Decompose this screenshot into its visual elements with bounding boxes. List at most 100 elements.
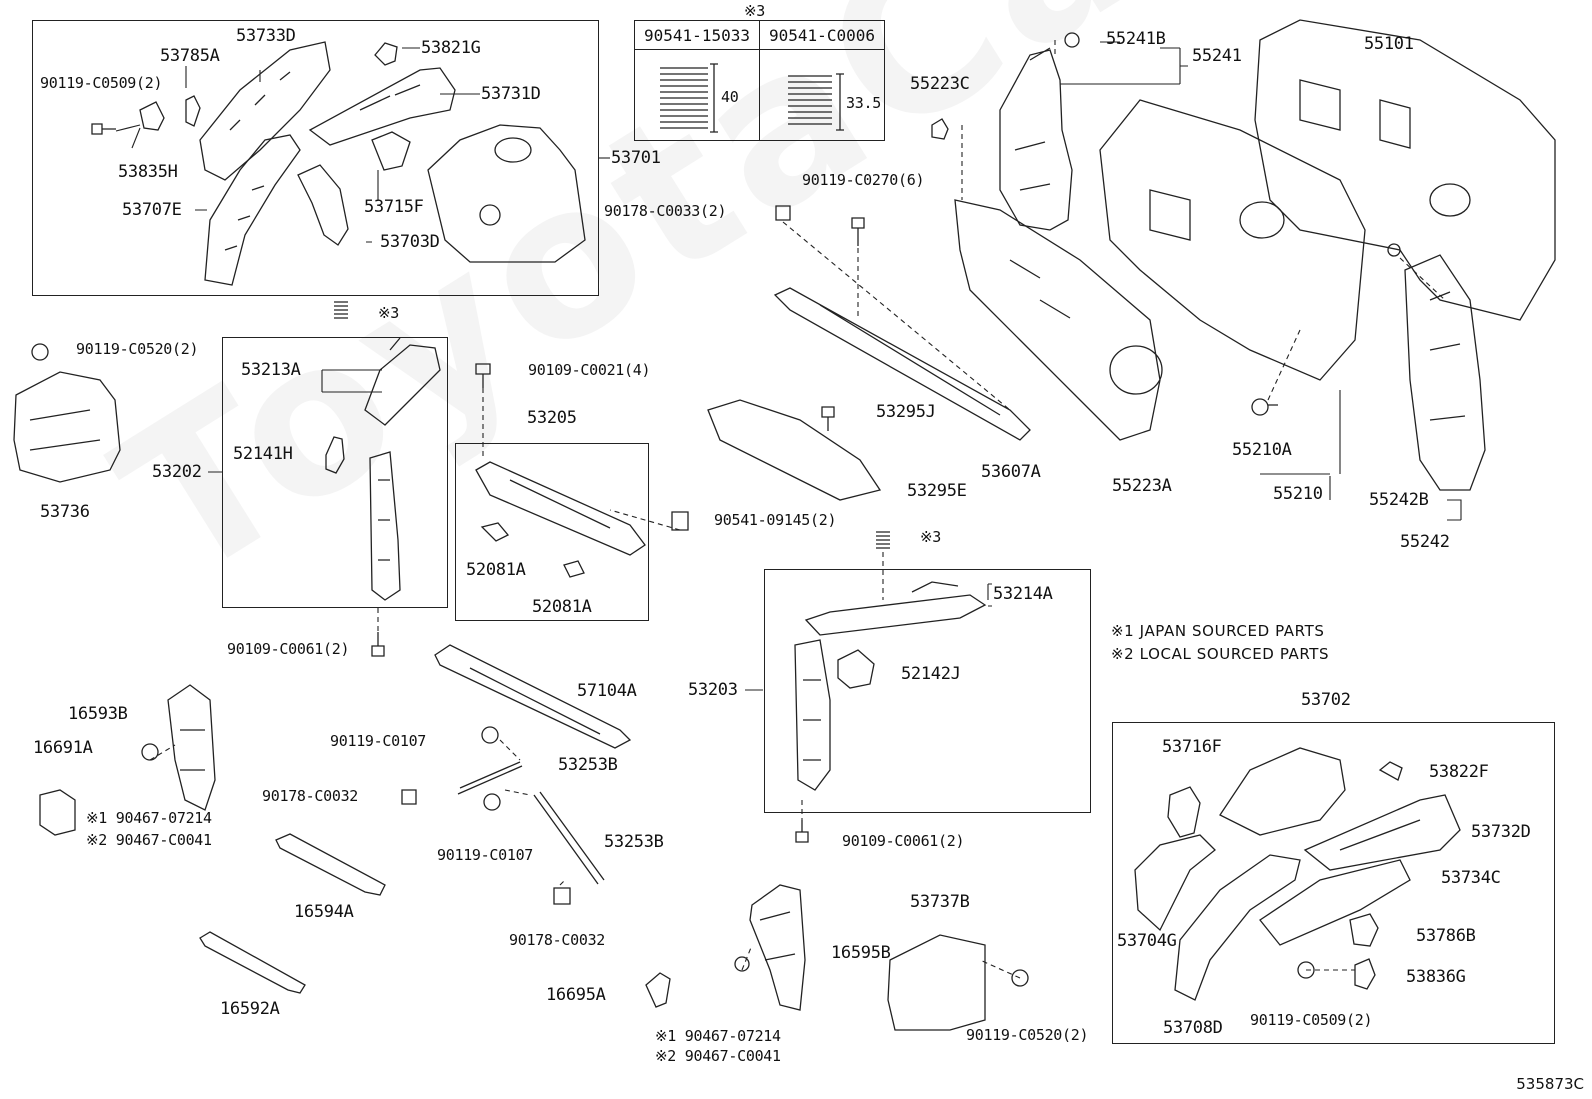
part-52081A-a [480, 522, 510, 542]
part-53213A [364, 337, 441, 426]
part-52142J [837, 649, 875, 689]
diagram-code: 535873C [1516, 1075, 1584, 1093]
spring-mark3-a [334, 301, 348, 319]
label-53213A: 53213A [241, 360, 301, 380]
part-53785A [185, 95, 201, 127]
part-53786B [1349, 913, 1379, 947]
label-53786B: 53786B [1416, 926, 1476, 946]
spring-90541-09145 [671, 511, 689, 531]
label-53835H: 53835H [118, 162, 178, 182]
part-52141H [325, 436, 345, 474]
part-16691A [39, 789, 76, 836]
label-90109-C0061-2-b: 90109-C0061(2) [842, 832, 965, 850]
label-52141H: 52141H [233, 444, 293, 464]
part-53731D [308, 67, 456, 146]
label-53821G: 53821G [421, 38, 481, 58]
label-90119-C0107-b: 90119-C0107 [437, 846, 534, 864]
label-16593B: 16593B [68, 704, 128, 724]
label-90109-C0021-4: 90109-C0021(4) [528, 361, 651, 379]
label-90109-C0061-2-a: 90109-C0061(2) [227, 640, 350, 658]
spring-cell-1 [634, 49, 760, 141]
bolt-90119-C0520-a [31, 343, 49, 361]
part-53708D [1174, 854, 1301, 1001]
label-53703D: 53703D [380, 232, 440, 252]
part-53214A [804, 581, 987, 636]
label-90119-C0509-2-a: 90119-C0509(2) [40, 74, 163, 92]
bolt-90119-C0107-a [481, 726, 499, 744]
label-53253B-a: 53253B [558, 755, 618, 775]
label-53716F: 53716F [1162, 737, 1222, 757]
bolt-90109-C0061-b [795, 820, 809, 843]
clip-55210A [1251, 398, 1278, 416]
note-japan-sourced: ※1 JAPAN SOURCED PARTS [1111, 622, 1325, 640]
label-90178-C0033-2: 90178-C0033(2) [604, 202, 727, 220]
label-53607A: 53607A [981, 462, 1041, 482]
bolt-90119-C0520-b [1011, 969, 1029, 987]
part-55241 [999, 47, 1073, 231]
label-55101: 55101 [1364, 34, 1414, 54]
part-53835H [139, 101, 165, 131]
spring-table-mark: ※3 [744, 2, 765, 20]
label-55242: 55242 [1400, 532, 1450, 552]
label-90178-C0032-b: 90178-C0032 [509, 931, 606, 949]
label-53702: 53702 [1301, 690, 1351, 710]
spring-size-1: 40 [721, 88, 739, 106]
part-53704G [1134, 834, 1216, 932]
rod-53253B-a [457, 761, 523, 795]
part-53716F [1167, 786, 1201, 838]
label-16691A: 16691A [33, 738, 93, 758]
part-53702-main [1219, 747, 1346, 836]
label-52142J: 52142J [901, 664, 961, 684]
label-90119-C0270-6: 90119-C0270(6) [802, 171, 925, 189]
label-55223A: 55223A [1112, 476, 1172, 496]
bolt-55241B [1064, 32, 1080, 48]
label-16592A: 16592A [220, 999, 280, 1019]
part-53703D [297, 164, 349, 246]
label-53295E: 53295E [907, 481, 967, 501]
part-16593B [167, 684, 216, 811]
label-16595B: 16595B [831, 943, 891, 963]
label-90119-C0509-2-b: 90119-C0509(2) [1250, 1011, 1373, 1029]
spring-icon-1 [660, 63, 718, 133]
label-53253B-b: 53253B [604, 832, 664, 852]
bolt-90119-C0270 [851, 217, 865, 246]
label-53214A: 53214A [993, 584, 1053, 604]
label-55223C: 55223C [910, 74, 970, 94]
part-53734C [1259, 859, 1411, 946]
part-53295E [707, 399, 882, 501]
label-55242B: 55242B [1369, 490, 1429, 510]
nut-90178-C0032-a [401, 789, 417, 805]
bolt-90467-a [141, 743, 159, 761]
label-mark3-a: ※3 [378, 304, 399, 322]
part-53736 [13, 371, 121, 483]
bolt-90109-C0061-a [371, 632, 385, 657]
label-53708D: 53708D [1163, 1018, 1223, 1038]
label-90467-07214-b: ※1 90467-07214 [655, 1027, 781, 1045]
label-90178-C0032-a: 90178-C0032 [262, 787, 359, 805]
label-53202: 53202 [152, 462, 202, 482]
nut-90178-C0033 [775, 205, 791, 221]
label-53734C: 53734C [1441, 868, 1501, 888]
part-53821G [374, 42, 398, 66]
spring-table: 90541-15033 90541-C0006 [634, 20, 885, 141]
part-53203-pillar [794, 639, 831, 791]
bolt-53295J [821, 406, 835, 431]
spring-mark3-b [876, 531, 890, 549]
group-box-53203 [764, 569, 1091, 813]
label-53715F: 53715F [364, 197, 424, 217]
part-16592A [199, 931, 306, 994]
label-90119-C0107-a: 90119-C0107 [330, 732, 427, 750]
part-57104A [434, 644, 632, 749]
bolt-90109-C0021 [475, 363, 491, 388]
label-90119-C0520-2-a: 90119-C0520(2) [76, 340, 199, 358]
note-local-sourced: ※2 LOCAL SOURCED PARTS [1111, 645, 1330, 663]
part-53836G [1354, 958, 1376, 990]
label-55210: 55210 [1273, 484, 1323, 504]
part-55210 [1099, 99, 1366, 381]
group-box-53202 [222, 337, 448, 608]
clip-55242B [1387, 243, 1401, 257]
label-53737B: 53737B [910, 892, 970, 912]
clip-55223C [931, 118, 949, 140]
label-53785A: 53785A [160, 46, 220, 66]
